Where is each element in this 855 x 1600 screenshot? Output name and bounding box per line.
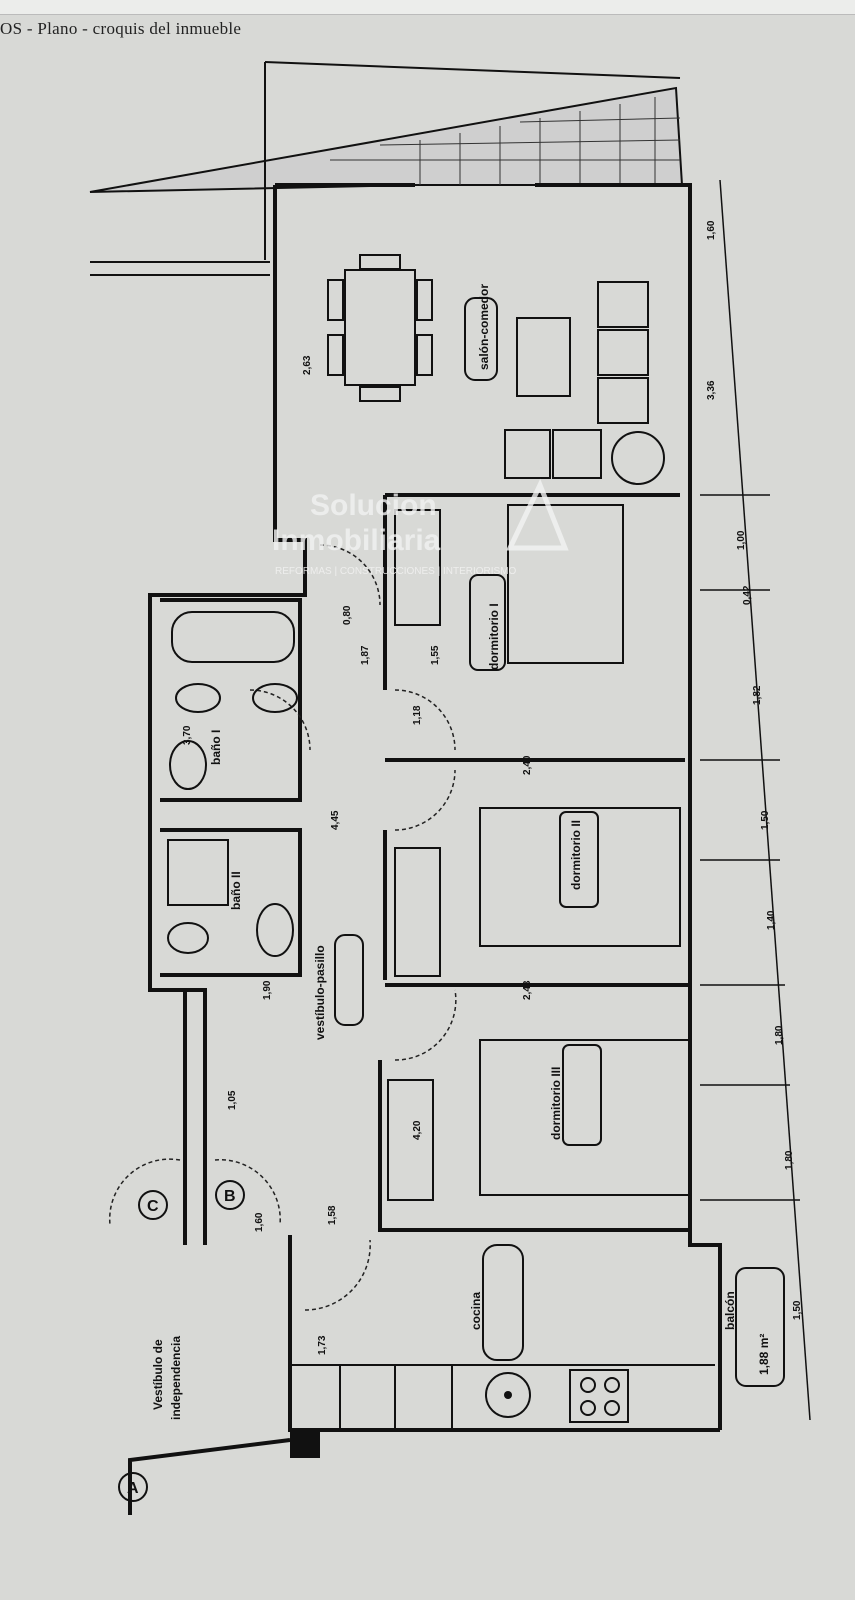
dimension-labels: 1,00 0,42 1,82 1,50 1,40 1,80 1,80 1,50 … xyxy=(182,220,803,1355)
watermark-line-2: Inmobiliaria xyxy=(272,524,441,557)
watermark-line-3: REFORMAS | CONSTRUCCIONES | INTERIORISMO xyxy=(275,566,517,577)
bed-1 xyxy=(507,504,624,664)
label-dormitorio-2: dormitorio II xyxy=(569,820,583,890)
label-bano-1: baño I xyxy=(209,730,223,765)
access-markers: A B C xyxy=(118,1180,245,1502)
interior-walls xyxy=(128,493,690,1515)
watermark-logo: Solucion Inmobiliaria REFORMAS | CONSTRU… xyxy=(272,478,569,577)
dimension-label: 1,90 xyxy=(262,980,273,1000)
label-balcon: balcón xyxy=(723,1291,737,1330)
terrace-dim-line xyxy=(264,61,681,79)
label-vestibulo-1: Vestíbulo de xyxy=(151,1339,165,1410)
dimension-label: 1,00 xyxy=(736,530,747,550)
label-salon-comedor: salón-comedor xyxy=(477,284,491,370)
label-cocina: cocina xyxy=(469,1292,483,1330)
marker-a: A xyxy=(127,1480,139,1497)
dimension-label: 0,42 xyxy=(742,585,753,605)
dimension-label: 1,60 xyxy=(706,220,717,240)
terrace-hatch xyxy=(330,97,681,185)
dimension-label: 4,20 xyxy=(412,1120,423,1140)
dimension-label: 0,80 xyxy=(342,605,353,625)
dimension-label: 2,43 xyxy=(522,980,533,1000)
dimension-label: 1,87 xyxy=(360,645,371,665)
dimension-label: 1,40 xyxy=(766,910,777,930)
dimension-label: 3,70 xyxy=(182,725,193,745)
cooktop xyxy=(569,1369,629,1423)
kitchen-table xyxy=(482,1244,524,1361)
label-vestibulo-2: independencia xyxy=(169,1336,183,1420)
label-bano-2: baño II xyxy=(229,871,243,910)
dimension-label: 1,50 xyxy=(760,810,771,830)
room-labels: salón-comedor dormitorio I dormitorio II… xyxy=(151,284,771,1420)
wardrobe-2 xyxy=(394,847,441,977)
sink xyxy=(485,1372,531,1418)
dimension-label: 1,58 xyxy=(327,1205,338,1225)
rug xyxy=(516,317,571,397)
dimension-label: 1,60 xyxy=(254,1212,265,1232)
dimension-label: 3,36 xyxy=(706,380,717,400)
dimension-label: 2,63 xyxy=(302,355,313,375)
dimension-label: 1,55 xyxy=(430,645,441,665)
door-swings xyxy=(108,544,457,1311)
dimension-label: 1,05 xyxy=(227,1090,238,1110)
watermark-line-1: Solucion xyxy=(310,489,437,522)
document-header: OS - Plano - croquis del inmueble xyxy=(0,19,242,38)
dimension-label: 1,18 xyxy=(412,705,423,725)
dimension-line-right xyxy=(700,179,811,1421)
dimension-label: 1,73 xyxy=(317,1335,328,1355)
dimension-label: 1,82 xyxy=(752,685,763,705)
bathtub xyxy=(171,611,295,663)
dimension-label: 4,45 xyxy=(330,810,341,830)
label-vestibulo-pasillo: vestíbulo-pasillo xyxy=(313,945,327,1040)
furniture xyxy=(167,254,785,1458)
wardrobe-3 xyxy=(387,1079,434,1201)
marker-b: B xyxy=(224,1188,236,1205)
dimension-label: 1,50 xyxy=(792,1300,803,1320)
label-dormitorio-3: dormitorio III xyxy=(549,1067,563,1140)
dimension-label: 1,80 xyxy=(774,1025,785,1045)
bed-3 xyxy=(479,1039,691,1196)
label-balcon-area: 1,88 m² xyxy=(757,1334,771,1375)
marker-c: C xyxy=(147,1198,159,1215)
bed-2 xyxy=(479,807,681,947)
wardrobe-1 xyxy=(394,509,441,626)
shower-tray xyxy=(167,839,229,906)
label-dormitorio-1: dormitorio I xyxy=(487,603,501,670)
dimension-label: 2,40 xyxy=(522,755,533,775)
terrace-hatched xyxy=(89,86,684,193)
armchair xyxy=(464,297,498,381)
balcony-area-box xyxy=(735,1267,785,1387)
paper-top-edge xyxy=(0,0,855,15)
dimension-label: 1,80 xyxy=(784,1150,795,1170)
dining-table xyxy=(344,269,416,386)
